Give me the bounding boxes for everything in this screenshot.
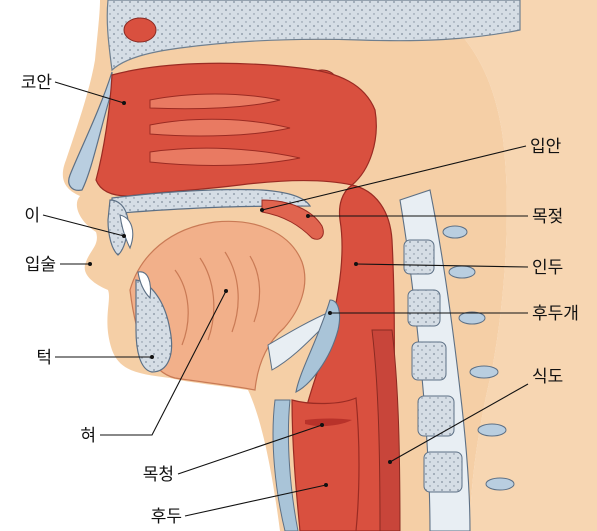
label-esophagus: 식도 — [532, 367, 563, 387]
spinous-process-6 — [486, 478, 514, 490]
larynx-tube — [292, 398, 359, 531]
vertebra-5 — [424, 452, 462, 492]
label-uvula: 목젖 — [532, 207, 563, 227]
label-teeth: 이 — [24, 206, 40, 226]
vertebra-4 — [418, 396, 454, 436]
spinous-process-2 — [449, 266, 475, 278]
label-pharynx: 인두 — [532, 258, 563, 278]
spinous-process-1 — [443, 226, 467, 238]
frontal-sinus — [124, 18, 156, 42]
vertebra-2 — [408, 290, 440, 326]
label-larynx: 후두 — [151, 507, 182, 527]
label-chin: 턱 — [36, 348, 52, 368]
spinous-process-4 — [470, 366, 498, 378]
vertebra-1 — [404, 240, 434, 274]
label-vocal-cords: 목청 — [143, 465, 174, 485]
spinous-process-5 — [478, 424, 506, 436]
vertebra-3 — [412, 342, 446, 380]
label-epiglottis: 후두개 — [532, 304, 579, 324]
label-oral-cavity: 입안 — [530, 137, 562, 157]
spinous-process-3 — [459, 312, 485, 324]
label-tongue: 혀 — [80, 426, 96, 446]
label-lips: 입술 — [25, 255, 56, 275]
label-nasal-cavity: 코안 — [21, 73, 53, 93]
